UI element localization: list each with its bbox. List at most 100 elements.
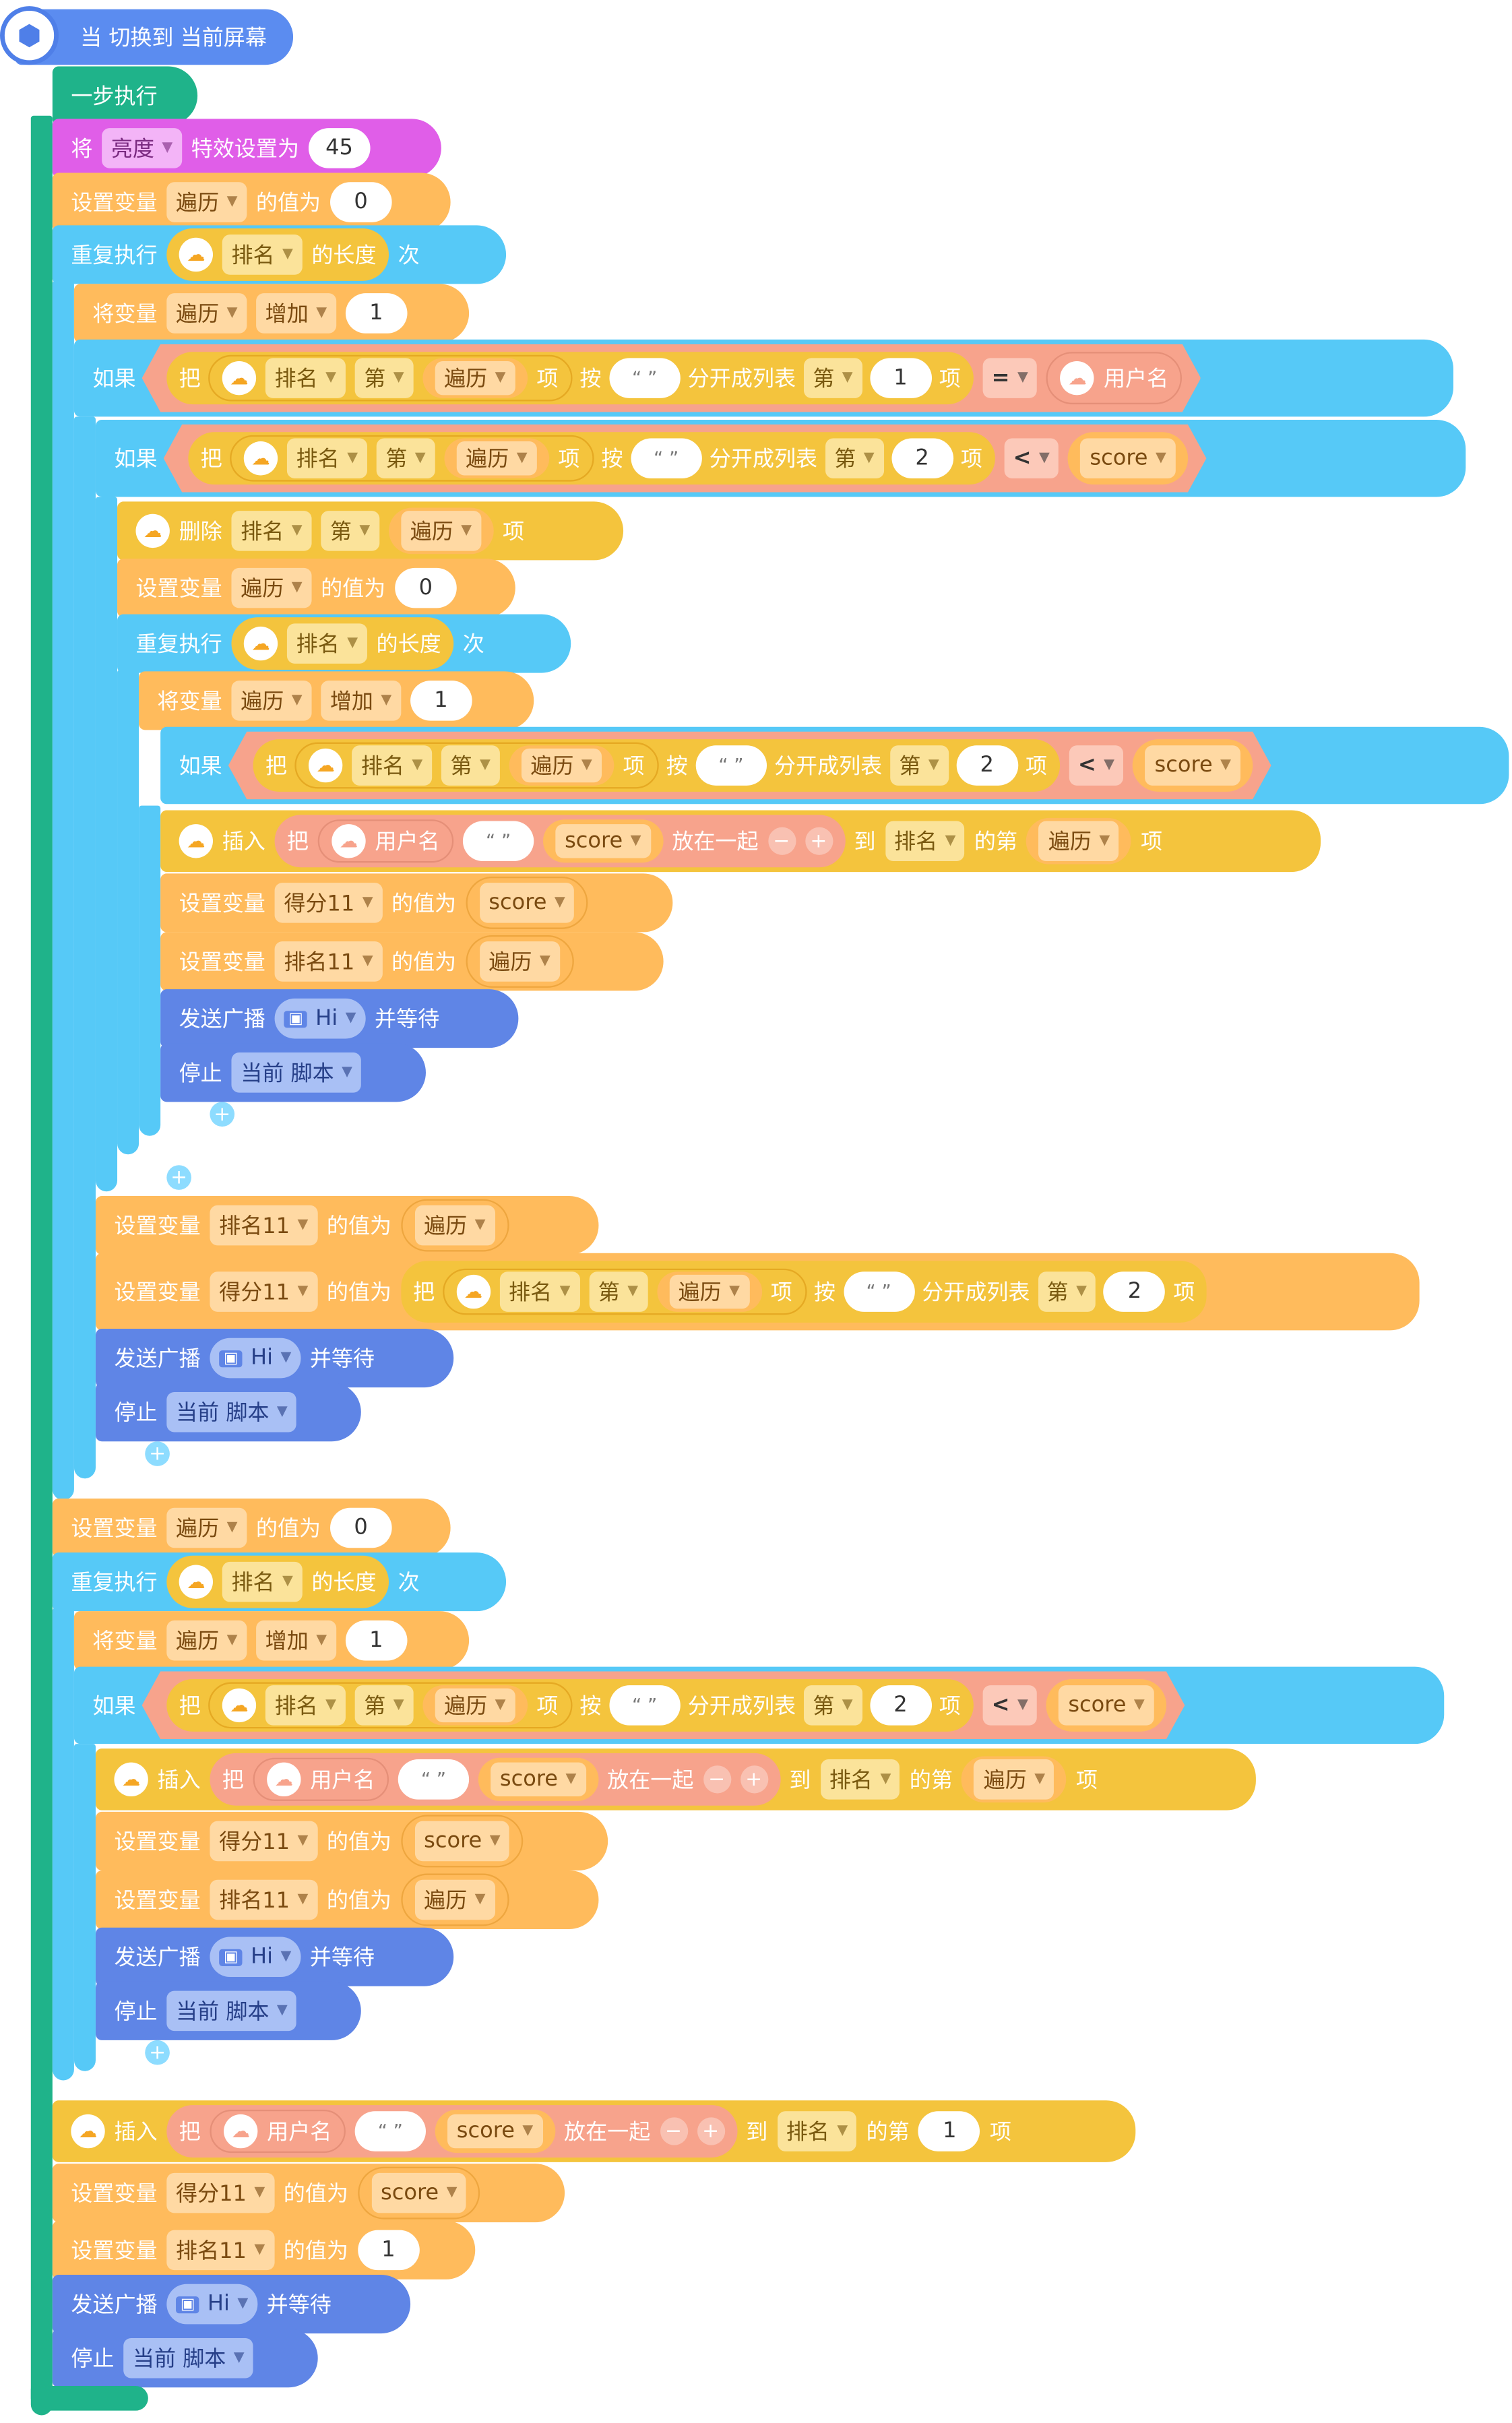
item-no-dropdown[interactable]: 第▼ <box>825 438 884 478</box>
set-var-block[interactable]: 设置变量 遍历▼ 的值为 0 <box>52 1498 451 1558</box>
score-reporter[interactable]: score▼ <box>435 2109 555 2153</box>
score-reporter[interactable]: score▼ <box>543 819 663 863</box>
compare-dropdown[interactable]: =▼ <box>982 358 1038 398</box>
score-reporter[interactable]: score▼ <box>357 2166 480 2220</box>
minus-icon[interactable]: − <box>659 2117 688 2145</box>
insert-item-block[interactable]: ☁ 插入 把 ☁用户名 “ ” score▼ 放在一起 − + 到 排名▼ 的第… <box>52 2100 1136 2162</box>
stop-block[interactable]: 停止 当前 脚本▼ <box>95 1383 361 1442</box>
var-dropdown[interactable]: score▼ <box>414 1821 510 1862</box>
item-no-dropdown[interactable]: 第▼ <box>354 1685 413 1726</box>
item-of-list-reporter[interactable]: ☁ 排名▼ 第▼ 遍历▼ 项 <box>230 435 594 482</box>
separator-input[interactable]: “ ” <box>462 821 534 862</box>
var-dropdown[interactable]: 得分11▼ <box>210 1271 318 1312</box>
stop-option-dropdown[interactable]: 当前 脚本▼ <box>231 1052 362 1093</box>
var-dropdown[interactable]: 排名11▼ <box>210 1879 318 1920</box>
set-var-block[interactable]: 设置变量 排名11▼ 的值为 遍历▼ <box>95 1196 599 1255</box>
var-dropdown[interactable]: 遍历▼ <box>231 681 312 721</box>
list-dropdown[interactable]: 排名▼ <box>777 2111 857 2151</box>
var-reporter[interactable]: 遍历▼ <box>465 935 574 988</box>
if-block-3[interactable]: 如果 把 ☁ 排名▼ 第▼ 遍历▼ 项 按 “ ” 分开成列表 第▼ 2 项 <… <box>160 726 1509 805</box>
var-dropdown[interactable]: 遍历▼ <box>414 1205 495 1246</box>
index-input[interactable]: 1 <box>918 2111 981 2151</box>
repeat-block[interactable]: 重复执行 ☁ 排名▼ 的长度 次 <box>117 614 571 673</box>
broadcast-wait-block[interactable]: 发送广播 ▣Hi▼ 并等待 <box>95 1329 454 1388</box>
set-var-block[interactable]: 设置变量 排名11▼ 的值为 遍历▼ <box>95 1870 599 1929</box>
set-var-block[interactable]: 设置变量 得分11▼ 的值为 score▼ <box>160 873 673 933</box>
item-no-dropdown[interactable]: 第▼ <box>890 745 949 786</box>
var-dropdown[interactable]: score▼ <box>1081 438 1176 478</box>
index-input[interactable]: 2 <box>956 745 1018 786</box>
var-reporter[interactable]: 遍历▼ <box>656 1271 762 1312</box>
set-var-block[interactable]: 设置变量 得分11▼ 的值为 把 ☁ 排名▼ 第▼ 遍历▼ 项 按 “ ” 分开… <box>95 1253 1420 1331</box>
score-reporter[interactable]: score▼ <box>400 1815 524 1868</box>
var-dropdown[interactable]: 得分11▼ <box>210 1821 318 1862</box>
effect-value-input[interactable]: 45 <box>308 128 371 168</box>
score-reporter[interactable]: score▼ <box>478 1757 598 1801</box>
message-dropdown[interactable]: ▣Hi▼ <box>210 1338 301 1379</box>
join-reporter[interactable]: 把 ☁用户名 “ ” score▼ 放在一起 − + <box>274 815 845 868</box>
var-dropdown[interactable]: score▼ <box>1145 745 1240 786</box>
var-dropdown[interactable]: 遍历▼ <box>668 1274 749 1309</box>
broadcast-wait-block[interactable]: 发送广播 ▣Hi▼ 并等待 <box>95 1927 454 1986</box>
add-block-button[interactable]: + <box>145 2040 170 2065</box>
repeat-block[interactable]: 重复执行 ☁ 排名▼ 的长度 次 <box>52 1552 507 1612</box>
broadcast-wait-block[interactable]: 发送广播 ▣Hi▼ 并等待 <box>160 989 519 1048</box>
var-dropdown[interactable]: 遍历▼ <box>522 749 602 782</box>
stop-block[interactable]: 停止 当前 脚本▼ <box>160 1043 426 1102</box>
message-dropdown[interactable]: ▣Hi▼ <box>274 998 366 1039</box>
item-no-dropdown[interactable]: 第▼ <box>1037 1271 1096 1312</box>
equals-operator[interactable]: 把 ☁ 排名▼ 第▼ 遍历▼ 项 按 “ ” 分开成列表 第▼ 1 项 =▼ ☁… <box>142 344 1201 412</box>
change-var-block[interactable]: 将变量 遍历▼ 增加▼ 1 <box>139 671 534 730</box>
item-no-dropdown[interactable]: 第▼ <box>441 745 500 786</box>
if-block-1[interactable]: 如果 把 ☁ 排名▼ 第▼ 遍历▼ 项 按 “ ” 分开成列表 第▼ 1 项 =… <box>73 339 1453 417</box>
change-var-block[interactable]: 将变量 遍历▼ 增加▼ 1 <box>73 284 470 343</box>
compare-dropdown[interactable]: <▼ <box>982 1685 1038 1726</box>
list-dropdown[interactable]: 排名▼ <box>265 1685 346 1726</box>
var-reporter[interactable]: 遍历▼ <box>422 1685 528 1726</box>
message-dropdown[interactable]: ▣Hi▼ <box>166 2284 257 2325</box>
list-length-reporter[interactable]: ☁ 排名▼ 的长度 <box>166 228 389 281</box>
var-dropdown[interactable]: 遍历▼ <box>166 1507 247 1548</box>
item-no-dropdown[interactable]: 第▼ <box>354 358 413 398</box>
var-reporter[interactable]: 遍历▼ <box>962 1756 1067 1803</box>
stop-option-dropdown[interactable]: 当前 脚本▼ <box>166 1990 297 2032</box>
op-dropdown[interactable]: 增加▼ <box>255 1620 336 1661</box>
var-dropdown[interactable]: score▼ <box>555 824 651 858</box>
value-input[interactable]: 0 <box>395 567 457 608</box>
list-item-reporter[interactable]: 把 ☁ 排名▼ 第▼ 遍历▼ 项 按 “ ” 分开成列表 第▼ 2 项 <box>166 1679 973 1732</box>
join-reporter[interactable]: 把 ☁用户名 “ ” score▼ 放在一起 − + <box>166 2105 737 2158</box>
var-dropdown[interactable]: 遍历▼ <box>166 182 247 222</box>
item-no-dropdown[interactable]: 第▼ <box>803 1685 862 1726</box>
value-input[interactable]: 0 <box>329 182 392 222</box>
add-block-button[interactable]: + <box>166 1165 191 1190</box>
item-of-list-reporter[interactable]: ☁ 排名▼ 第▼ 遍历▼ 项 <box>208 1682 572 1729</box>
score-reporter[interactable]: score▼ <box>1133 739 1253 792</box>
if-block-2[interactable]: 如果 把 ☁ 排名▼ 第▼ 遍历▼ 项 按 “ ” 分开成列表 第▼ 2 项 <… <box>95 419 1466 497</box>
change-var-block[interactable]: 将变量 遍历▼ 增加▼ 1 <box>73 1611 470 1670</box>
item-of-list-reporter[interactable]: ☁ 排名▼ 第▼ 遍历▼ 项 <box>294 743 658 789</box>
broadcast-wait-block[interactable]: 发送广播 ▣Hi▼ 并等待 <box>52 2275 411 2334</box>
var-dropdown[interactable]: 排名11▼ <box>166 2230 275 2271</box>
insert-item-block[interactable]: ☁ 插入 把 ☁用户名 “ ” score▼ 放在一起 − + 到 排名▼ 的第… <box>95 1749 1256 1811</box>
var-dropdown[interactable]: 遍历▼ <box>479 941 560 982</box>
username-reporter[interactable]: ☁ 用户名 <box>1046 352 1183 404</box>
set-var-block[interactable]: 设置变量 排名11▼ 的值为 遍历▼ <box>160 932 664 991</box>
var-dropdown[interactable]: 遍历▼ <box>435 1689 515 1722</box>
list-dropdown[interactable]: 排名▼ <box>820 1759 901 1800</box>
var-dropdown[interactable]: 遍历▼ <box>1039 821 1119 862</box>
list-dropdown[interactable]: 排名▼ <box>286 623 367 664</box>
value-input[interactable]: 1 <box>357 2230 420 2271</box>
list-dropdown[interactable]: 排名▼ <box>222 1561 303 1602</box>
step-exec-block[interactable]: 一步执行 <box>52 66 198 125</box>
var-dropdown[interactable]: score▼ <box>1059 1685 1154 1726</box>
stop-option-dropdown[interactable]: 当前 脚本▼ <box>166 1391 297 1433</box>
item-of-list-reporter[interactable]: ☁ 排名▼ 第▼ 遍历▼ 项 <box>208 355 572 402</box>
list-dropdown[interactable]: 排名▼ <box>222 234 303 275</box>
index-input[interactable]: 2 <box>1104 1271 1166 1312</box>
plus-icon[interactable]: + <box>740 1765 768 1794</box>
separator-input[interactable]: “ ” <box>609 1685 680 1726</box>
var-dropdown[interactable]: score▼ <box>491 1762 586 1797</box>
separator-input[interactable]: “ ” <box>609 358 680 398</box>
list-item-reporter[interactable]: 把 ☁ 排名▼ 第▼ 遍历▼ 项 按 “ ” 分开成列表 第▼ 2 项 <box>400 1261 1207 1323</box>
var-dropdown[interactable]: score▼ <box>447 2114 542 2149</box>
